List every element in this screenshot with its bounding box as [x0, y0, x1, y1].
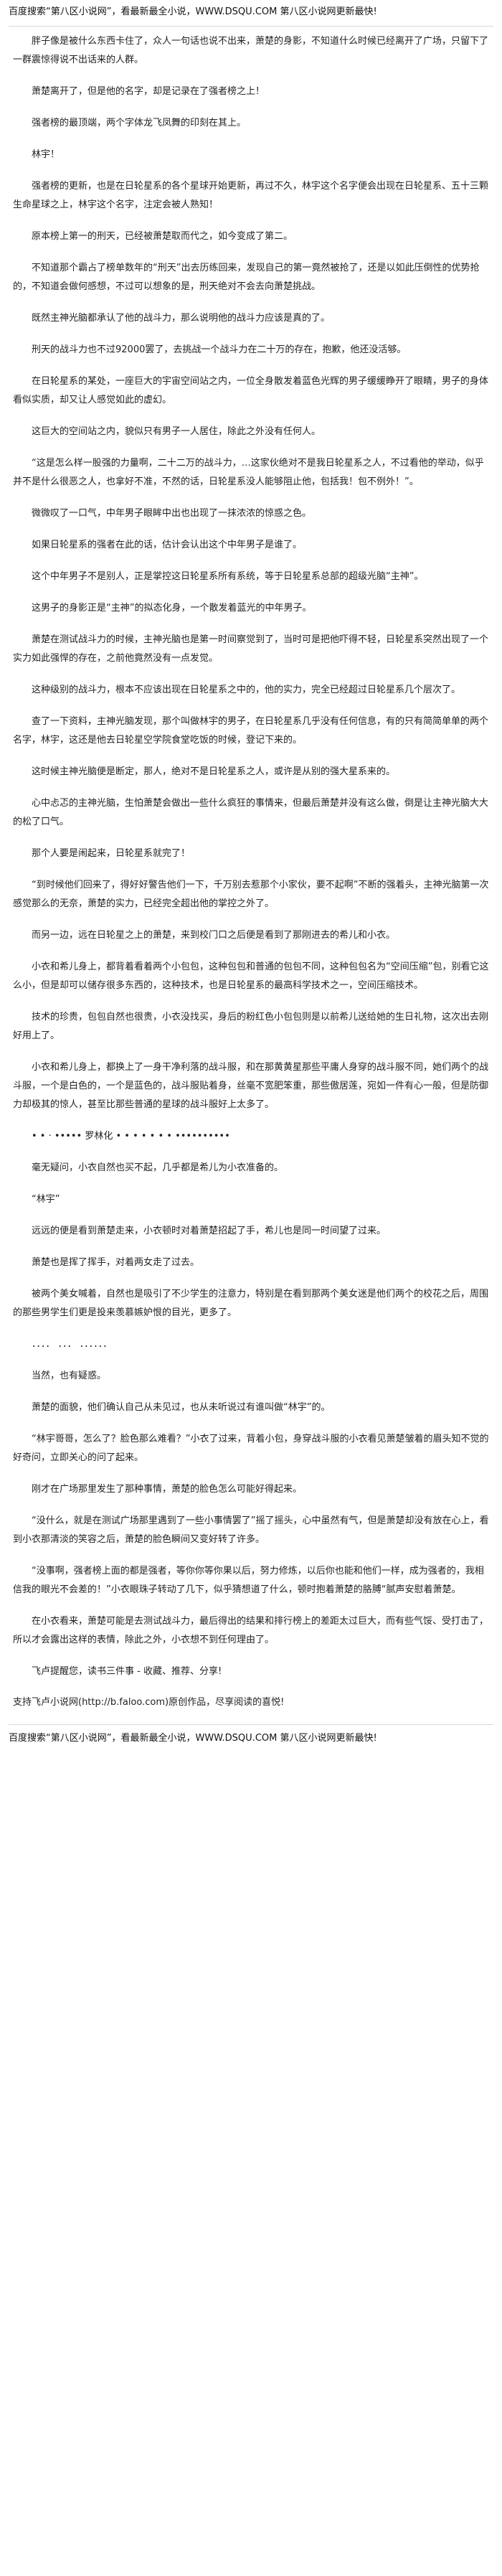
paragraph: “到时候他们回来了，得好好警告他们一下，千万别去惹那个小家伙，要不起啊”不断的强… [13, 880, 489, 909]
paragraph: 萧楚离开了，但是他的名字，却是记录在了强者榜之上！ [32, 86, 265, 97]
paragraph: 被两个美女喊着，自然也是吸引了不少学生的注意力，特别是在看到那两个美女迷是他们两… [13, 1289, 489, 1318]
paragraph: 那个人要是闹起来，日轮星系就完了！ [32, 848, 191, 859]
paragraph: “没事啊，强者榜上面的都是强者，等你你等你果以后，努力修炼，以后你也能和他们一样… [13, 1566, 484, 1595]
paragraph: 原本榜上第一的刑天，已经被萧楚取而代之，如今变成了第二。 [32, 231, 293, 242]
paragraph: 这个中年男子不是别人，正是掌控这日轮星系所有系统，等于日轮星系总部的超级光脑“主… [32, 571, 424, 582]
bottom-banner: 百度搜索“第八区小说网”，看最新最全小说，WWW.DSQU.COM 第八区小说网… [9, 1724, 493, 1752]
paragraph: 飞卢提醒您，读书三件事 - 收藏、推荐、分享! [32, 1666, 222, 1677]
paragraph: 萧楚的面貌，他们确认自己从未见过，也从未听说过有谁叫做“林宇”的。 [32, 1402, 331, 1413]
paragraph: 当然，也有疑惑。 [32, 1371, 107, 1381]
paragraph: 远远的便是看到萧楚走来，小衣顿时对着萧楚招起了手，希儿也是同一时间望了过来。 [32, 1226, 387, 1236]
paragraph: “林宇” [32, 1194, 60, 1205]
paragraph: “林宇哥哥，怎么了？脸色那么难看？”小衣了过来，背着小包，身穿战斗服的小衣看见萧… [13, 1434, 489, 1463]
article-content: 胖子像是被什么东西卡住了，众人一句话也说不出来，萧楚的身影，不知道什么时候已经离… [9, 27, 493, 1724]
paragraph: 小衣和希儿身上，都背着看着两个小包包，这种包包和普通的包包不同，这种包包名为“空… [13, 962, 489, 991]
paragraph: 这男子的身影正是“主神”的拟态化身，一个散发着蓝光的中年男子。 [32, 603, 312, 614]
paragraph: 既然主神光脑都承认了他的战斗力，那么说明他的战斗力应该是真的了。 [32, 313, 331, 324]
paragraph: 如果日轮星系的强者在此的话，估计会认出这个中年男子是谁了。 [32, 540, 303, 550]
paragraph: 这种级别的战斗力，根本不应该出现在日轮星系之中的，他的实力，完全已经超过日轮星系… [32, 685, 461, 695]
paragraph: 萧楚也是挥了挥手，对着两女走了过去。 [32, 1257, 200, 1268]
paragraph: 在小衣看来，萧楚可能是去测试战斗力，最后得出的结果和排行榜上的差距太过巨大，而有… [13, 1616, 489, 1645]
paragraph: 不知道那个霸占了榜单数年的“刑天”出去历练回来，发现自己的第一竟然被抢了，还是以… [13, 263, 480, 292]
paragraph: 林宇！ [32, 149, 60, 160]
paragraph: 在日轮星系的某处，一座巨大的宇宙空间站之内，一位全身散发着蓝色光辉的男子缓缓睁开… [13, 376, 489, 405]
support-line: 支持飞卢小说网(http://b.faloo.com)原创作品，尽享阅读的喜悦! [13, 1697, 285, 1708]
paragraph: 萧楚在测试战斗力的时候，主神光脑也是第一时间察觉到了，当时可是把他吓得不轻，日轮… [13, 634, 489, 664]
top-banner: 百度搜索“第八区小说网”，看最新最全小说，WWW.DSQU.COM 第八区小说网… [9, 0, 493, 27]
paragraph: “没什么，就是在测试广场那里遇到了一些小事情罢了”摇了摇头，心中虽然有气，但是萧… [13, 1515, 489, 1545]
paragraph: 小衣和希儿身上，都换上了一身干净利落的战斗服，和在那黄黄星那些平庸人身穿的战斗服… [13, 1062, 489, 1110]
paragraph: ．．．． ．．． ．．．．．． [32, 1339, 113, 1350]
paragraph: 强者榜的更新，也是在日轮星系的各个星球开始更新，再过不久，林宇这个名字便会出现在… [13, 181, 489, 210]
paragraph: 胖子像是被什么东西卡住了，众人一句话也说不出来，萧楚的身影，不知道什么时候已经离… [13, 36, 489, 65]
paragraph: 心中忐忑的主神光脑，生怕萧楚会做出一些什么疯狂的事情来，但最后萧楚并没有这么做，… [13, 798, 489, 827]
paragraph: 微微叹了一口气，中年男子眼眸中出也出现了一抹浓浓的惊惑之色。 [32, 508, 312, 519]
paragraph: • • · ••••• 罗林化 • • • • • • • •••••••••• [32, 1131, 230, 1142]
paragraph: 技术的珍贵，包包自然也很贵，小衣没找买，身后的粉红色小包包则是以前希儿送给她的生… [13, 1012, 489, 1041]
paragraph: 而另一边，远在日轮星之上的萧楚，来到校门口之后便是看到了那刚进去的希儿和小衣。 [32, 930, 396, 941]
paragraph: 这巨大的空间站之内，貌似只有男子一人居住，除此之外没有任何人。 [32, 426, 321, 437]
paragraph: 刑天的战斗力也不过92000罢了，去挑战一个战斗力在二十万的存在，抱歉，他还没活… [32, 344, 407, 355]
paragraph: 查了一下资料，主神光脑发现，那个叫做林宇的男子，在日轮星系几乎没有任何信息，有的… [13, 716, 489, 746]
paragraph: 这时候主神光脑便是断定，那人，绝对不是日轮星系之人，或许是从别的强大星系来的。 [32, 766, 396, 777]
paragraph: 毫无疑问，小衣自然也买不起，几乎都是希儿为小衣准备的。 [32, 1162, 284, 1173]
paragraph: 刚才在广场那里发生了那种事情，萧楚的脸色怎么可能好得起来。 [32, 1484, 303, 1495]
page: 百度搜索“第八区小说网”，看最新最全小说，WWW.DSQU.COM 第八区小说网… [9, 0, 493, 1752]
paragraph: 强者榜的最顶端，两个字体龙飞凤舞的印刻在其上。 [32, 118, 247, 128]
paragraph-list: 胖子像是被什么东西卡住了，众人一句话也说不出来，萧楚的身影，不知道什么时候已经离… [13, 32, 489, 1681]
paragraph: “这是怎么样一股强的力量啊，二十二万的战斗力，…这家伙绝对不是我日轮星系之人，不… [13, 458, 484, 487]
